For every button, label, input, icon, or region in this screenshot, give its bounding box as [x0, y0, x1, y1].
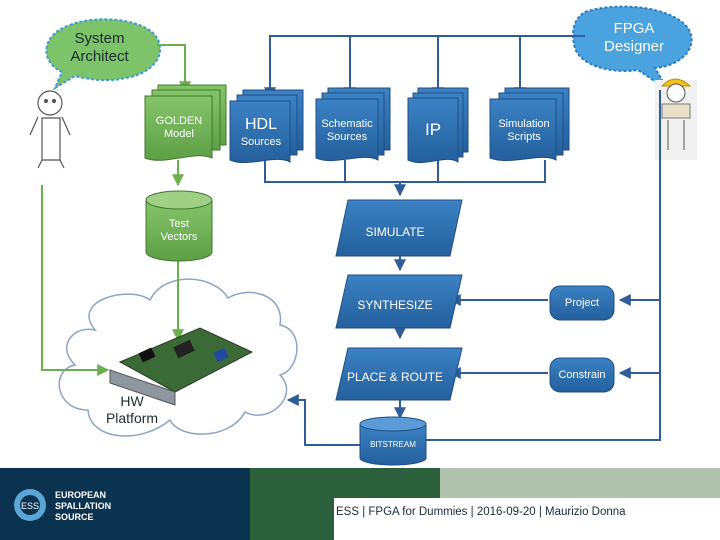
system-architect-bubble [45, 18, 162, 91]
golden-model-label: GOLDEN Model [155, 115, 203, 141]
fpga-designer-bubble [572, 5, 693, 91]
footer-caption: ESS | FPGA for Dummies | 2016-09-20 | Ma… [336, 506, 626, 518]
schematic-label: Schematic Sources [321, 118, 373, 144]
project-file [549, 285, 615, 321]
bitstream-db [359, 416, 427, 466]
bitstream-label: BITSTREAM [370, 440, 416, 449]
synthesize-label: SYNTHESIZE [357, 298, 433, 312]
hw-board-image [109, 327, 254, 406]
ess-org-name: EUROPEAN SPALLATION SOURCE [55, 490, 111, 523]
org-line-3: SOURCE [55, 512, 94, 522]
constrain-file [549, 357, 615, 393]
project-label: Project [564, 297, 600, 309]
fpga-designer-figure [655, 78, 697, 160]
constrain-label: Constrain [558, 369, 606, 381]
simulation-scripts-label: Simulation Scripts [498, 118, 550, 144]
org-line-1: EUROPEAN [55, 490, 107, 500]
system-architect-figure [29, 90, 71, 169]
hw-platform-label: HW Platform [105, 393, 159, 426]
synthesize-step [335, 274, 463, 329]
org-line-2: SPALLATION [55, 501, 112, 511]
svg-text:ESS: ESS [21, 501, 39, 511]
simulation-scripts-doc [489, 87, 570, 162]
test-vectors-db [145, 190, 213, 262]
hdl-sources-doc [229, 89, 304, 164]
test-vectors-label: Test Vectors [160, 218, 198, 244]
hdl-title: HDL [244, 116, 277, 133]
footer-caption-box [334, 498, 720, 540]
system-architect-label: System Architect [70, 30, 129, 65]
hdl-sub: Sources [240, 136, 282, 148]
golden-model-doc [144, 84, 227, 161]
place-route-label: PLACE & ROUTE [346, 370, 444, 384]
place-route-step [335, 347, 463, 401]
simulate-step [335, 199, 463, 257]
ess-logo-icon: ESS [14, 489, 46, 521]
ip-label: IP [424, 120, 442, 139]
schematic-sources-doc [315, 87, 391, 162]
fpga-designer-label: FPGA Designer [603, 20, 665, 55]
ip-doc [407, 87, 469, 164]
simulate-label: SIMULATE [365, 225, 425, 239]
